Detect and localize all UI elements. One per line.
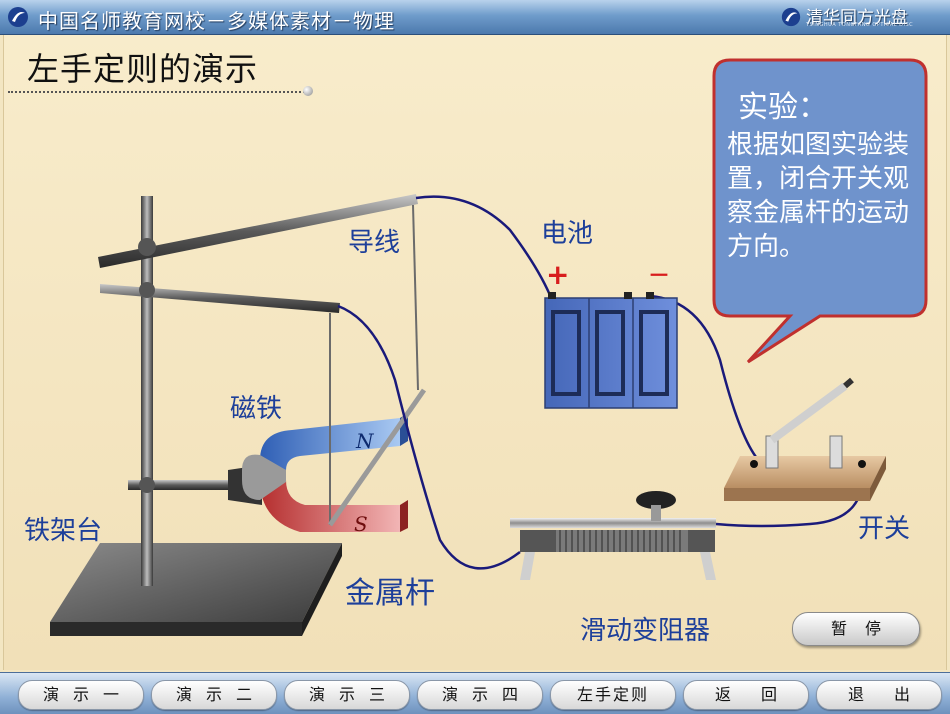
stand-upper-arm: [98, 194, 418, 268]
label-rheostat: 滑动变阻器: [580, 616, 711, 646]
battery-plus-sign: +: [546, 258, 570, 291]
pause-button[interactable]: 暂停: [792, 612, 920, 646]
battery-minus-sign: －: [648, 264, 671, 289]
label-rod: 金属杆: [345, 576, 435, 611]
lower-clamp: [139, 282, 155, 298]
label-battery: 电池: [541, 219, 594, 249]
bottom-nav: 演示一 演示二 演示三 演示四 左手定则 返回 退出: [0, 672, 950, 714]
nav-left-hand-rule-button[interactable]: 左手定则: [550, 680, 676, 710]
page-title: 左手定则的演示: [27, 50, 259, 88]
brand-name: 清华同方光盘: [806, 8, 908, 28]
hanging-wire-right: [412, 204, 419, 391]
callout-title: 实验：: [738, 90, 828, 125]
nav-demo-1-button[interactable]: 演示一: [18, 680, 144, 710]
stand-lower-arm: [100, 284, 340, 313]
title-divider-knob: [303, 86, 313, 96]
nav-exit-button[interactable]: 退出: [816, 680, 942, 710]
nav-demo-2-button[interactable]: 演示二: [151, 680, 277, 710]
horseshoe-magnet: [242, 413, 408, 532]
label-wire: 导线: [348, 228, 401, 258]
brand-subtitle: TSINGHUA TONGFANG OPTICAL DISC: [806, 22, 914, 28]
app-title: 中国名师教育网校－多媒体素材－物理: [38, 9, 395, 33]
app-logo-icon: [8, 7, 28, 27]
label-stand: 铁架台: [24, 516, 103, 546]
stand-base: [50, 543, 342, 636]
label-magnet: 磁铁: [230, 394, 283, 424]
battery-pack: [544, 292, 678, 409]
magnet-north-pole: N: [356, 429, 374, 453]
knife-switch: [724, 377, 886, 501]
title-divider: [8, 91, 308, 93]
title-bar: 中国名师教育网校－多媒体素材－物理 清华同方光盘 TSINGHUA TONGFA…: [0, 0, 950, 35]
callout-bubble: [712, 58, 928, 364]
upper-clamp: [138, 238, 156, 256]
metal-rod: [327, 388, 427, 527]
magnet-south-pole: S: [354, 512, 368, 536]
nav-back-button[interactable]: 返回: [683, 680, 809, 710]
callout-body: 根据如图实验装置，闭合开关观察金属杆的运动方向。: [727, 130, 910, 262]
rheostat: [510, 491, 716, 580]
label-switch: 开关: [858, 514, 911, 544]
magnet-clamp-arm: [128, 480, 238, 490]
nav-demo-3-button[interactable]: 演示三: [284, 680, 410, 710]
magnet-clamp: [139, 477, 155, 493]
nav-demo-4-button[interactable]: 演示四: [417, 680, 543, 710]
brand-logo-icon: [781, 7, 801, 27]
